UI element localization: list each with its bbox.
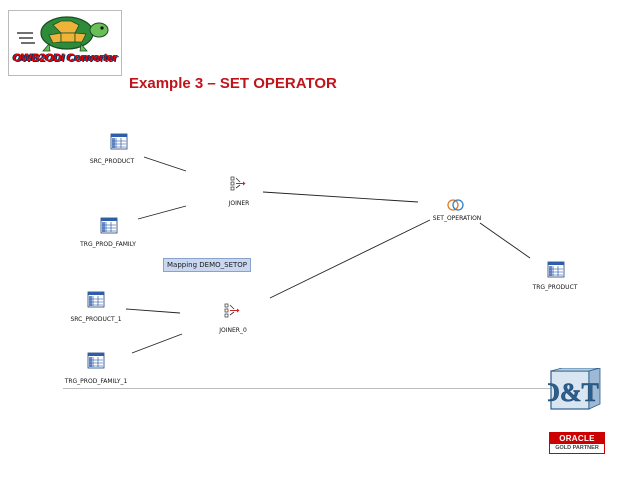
turtle-icon — [17, 16, 109, 52]
table-icon — [87, 352, 105, 369]
node-label: TRG_PROD_FAMILY_1 — [64, 378, 128, 385]
divider — [63, 388, 581, 389]
node-label: JOINER_0 — [218, 327, 247, 334]
joiner-icon — [230, 176, 246, 191]
dt-partner-badge: D&T — [548, 368, 601, 410]
slide-title: Example 3 – SET OPERATOR — [129, 75, 337, 92]
node-label: SRC_PRODUCT_1 — [70, 316, 121, 323]
src-product-1-node[interactable]: SRC_PRODUCT_1 — [70, 291, 122, 323]
table-icon — [547, 261, 565, 278]
oracle-wordmark: ORACLE — [550, 433, 604, 444]
oracle-gold-partner-badge: ORACLE GOLD PARTNER — [549, 432, 605, 454]
node-label: JOINER — [228, 200, 250, 207]
partner-level: GOLD PARTNER — [555, 445, 599, 451]
src-product-node[interactable]: SRC_PRODUCT — [90, 133, 135, 165]
owb2odi-logo: OWB2ODI Converter — [8, 10, 122, 76]
connectors — [125, 156, 531, 354]
logo-text: OWB2ODI Converter — [12, 52, 118, 64]
joiner-0-node[interactable]: JOINER_0 — [218, 303, 247, 334]
trg-prod-family-1-node[interactable]: TRG_PROD_FAMILY_1 — [64, 352, 128, 385]
joiner-icon — [224, 303, 240, 318]
table-icon — [110, 133, 128, 150]
set-operator-icon — [447, 199, 464, 211]
joiner-node[interactable]: JOINER — [228, 176, 250, 207]
node-label: TRG_PRODUCT — [532, 284, 578, 291]
table-icon — [87, 291, 105, 308]
mapping-name-label: Mapping DEMO_SETOP — [163, 258, 252, 272]
node-label: SET_OPERATION — [433, 215, 482, 222]
node-label: SRC_PRODUCT — [90, 158, 135, 165]
trg-product-node[interactable]: TRG_PRODUCT — [532, 261, 578, 291]
badge-text: D&T — [548, 378, 599, 407]
trg-prod-family-node[interactable]: TRG_PROD_FAMILY — [79, 217, 136, 248]
table-icon — [100, 217, 118, 234]
node-label: TRG_PROD_FAMILY — [79, 241, 136, 248]
set-operation-node[interactable]: SET_OPERATION — [433, 199, 482, 222]
